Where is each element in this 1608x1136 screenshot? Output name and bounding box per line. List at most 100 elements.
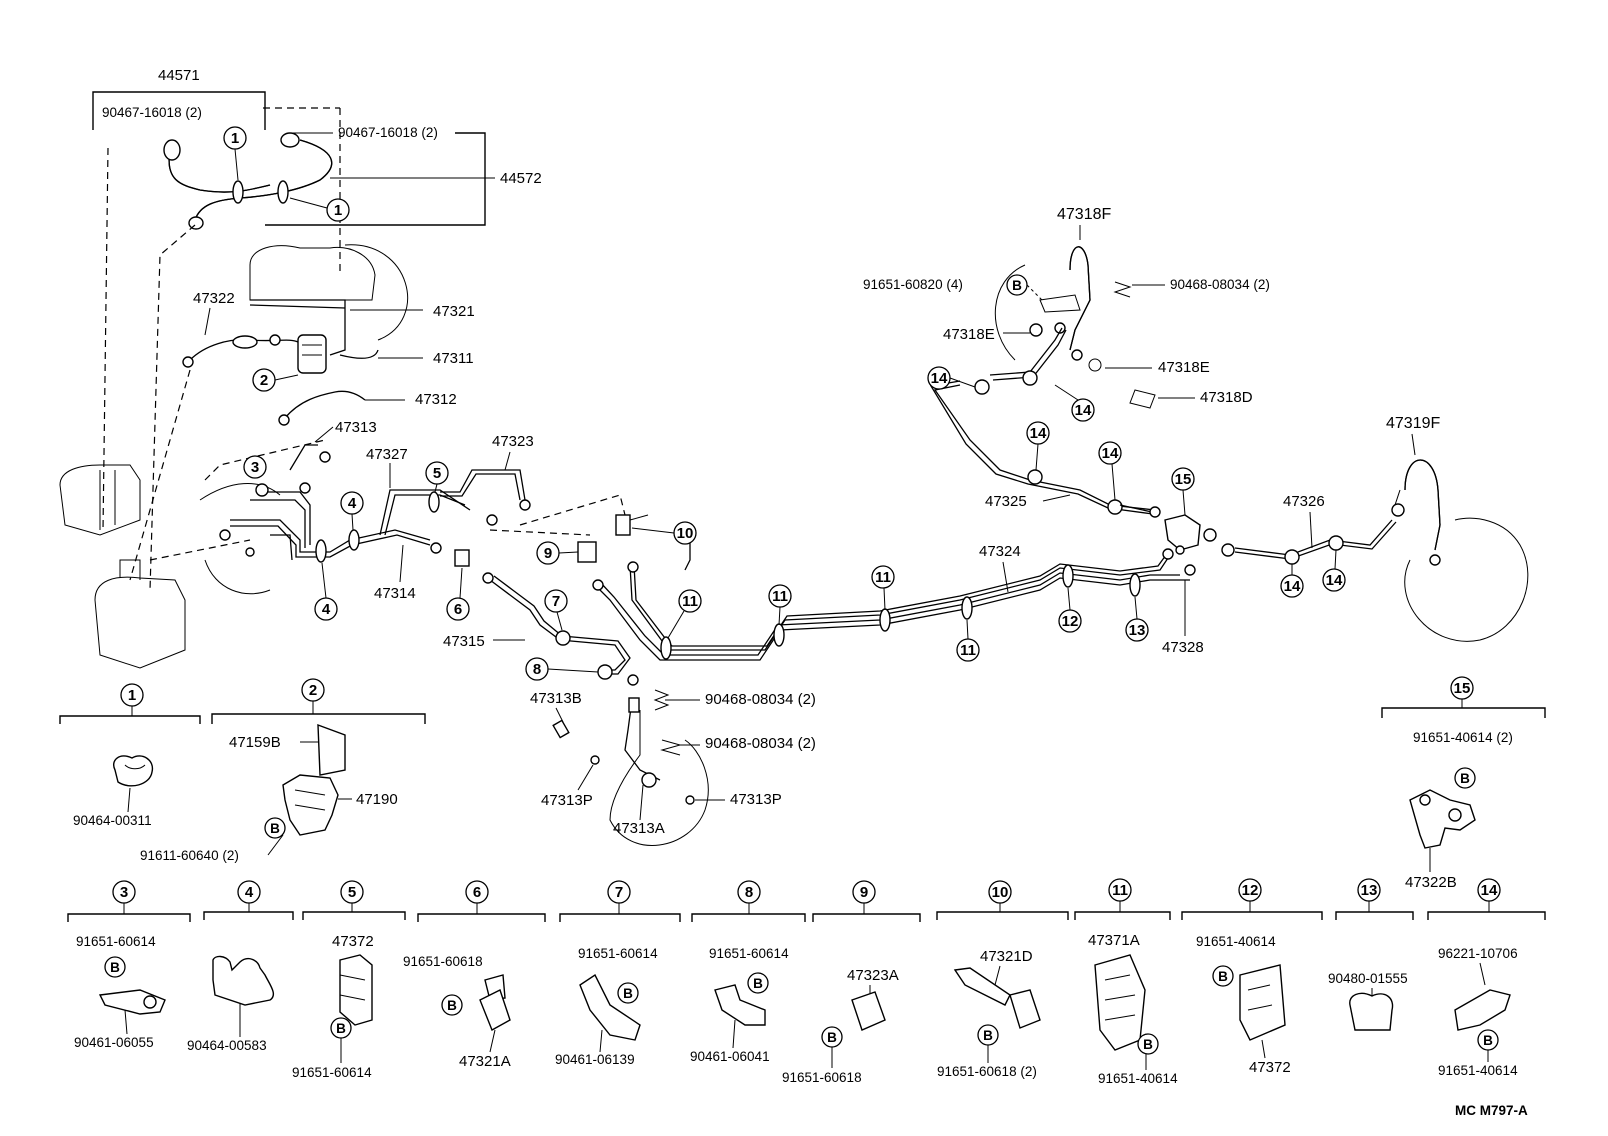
svg-text:15: 15 xyxy=(1175,471,1192,488)
svg-text:2: 2 xyxy=(309,682,317,699)
callout-5: 5 xyxy=(425,461,449,493)
part-47322B: 47322B xyxy=(1405,874,1457,891)
part-91611-60640: 91611-60640 (2) xyxy=(140,848,239,863)
callout-8: 8 xyxy=(525,657,599,681)
abs-actuator xyxy=(59,464,186,669)
label-47312: 47312 xyxy=(415,391,457,408)
svg-text:1: 1 xyxy=(334,202,342,219)
part-90461-06055: 90461-06055 xyxy=(74,1035,154,1050)
svg-text:7: 7 xyxy=(552,593,560,610)
svg-text:14: 14 xyxy=(1075,402,1092,419)
part-91651-60618-2-g10: 91651-60618 (2) xyxy=(937,1064,1037,1079)
svg-text:B: B xyxy=(1483,1033,1493,1048)
svg-text:B: B xyxy=(983,1028,993,1043)
hose-47313A xyxy=(590,697,709,846)
callout-B-60820: B xyxy=(1006,274,1028,296)
label-47318E-left: 47318E xyxy=(943,326,995,343)
callout-2: 2 xyxy=(252,368,299,392)
svg-text:B: B xyxy=(1012,278,1022,293)
label-44571: 44571 xyxy=(158,67,200,84)
svg-text:13: 13 xyxy=(1361,882,1378,899)
label-47318F: 47318F xyxy=(1057,206,1111,223)
detail-group-13: 13 90480-01555 xyxy=(1328,878,1414,1031)
detail-group-8: 8 91651-60614 B 90461-06041 xyxy=(690,880,806,1064)
front-pipe-bundle xyxy=(149,439,626,595)
callout-15-main: 15 xyxy=(1171,467,1195,516)
svg-text:1: 1 xyxy=(231,130,239,147)
callout-14c: 14 xyxy=(1026,421,1050,471)
detail-group-15: 15 91651-40614 (2) B 47322B xyxy=(1381,676,1546,891)
label-91651-60820: 91651-60820 (4) xyxy=(863,277,963,292)
svg-text:14: 14 xyxy=(1481,882,1498,899)
center-pipes xyxy=(482,514,1196,686)
label-47328: 47328 xyxy=(1162,639,1204,656)
callout-9: 9 xyxy=(536,541,579,565)
master-cylinder-area: 47321 47311 47322 47312 xyxy=(129,244,475,581)
label-47325: 47325 xyxy=(985,493,1027,510)
label-47323: 47323 xyxy=(492,433,534,450)
part-47371A: 47371A xyxy=(1088,932,1140,949)
label-90468-center: 90468-08034 (2) xyxy=(705,691,816,708)
svg-text:11: 11 xyxy=(960,642,976,659)
svg-text:8: 8 xyxy=(533,661,541,678)
svg-text:B: B xyxy=(270,821,280,836)
svg-text:B: B xyxy=(336,1021,346,1036)
part-96221-10706: 96221-10706 xyxy=(1438,946,1518,961)
svg-text:10: 10 xyxy=(992,884,1009,901)
part-47190: 47190 xyxy=(356,791,398,808)
svg-text:12: 12 xyxy=(1242,882,1259,899)
part-91651-40614-g12: 91651-40614 xyxy=(1196,934,1276,949)
svg-text:7: 7 xyxy=(615,884,623,901)
callout-14f: 14 xyxy=(1322,549,1346,592)
label-47313B: 47313B xyxy=(530,690,582,707)
svg-text:14: 14 xyxy=(931,370,948,387)
detail-group-9: 9 47323A B 91651-60618 xyxy=(782,880,921,1085)
svg-text:6: 6 xyxy=(473,884,481,901)
svg-text:2: 2 xyxy=(260,372,268,389)
callout-6: 6 xyxy=(446,567,470,621)
part-91651-60618-g6: 91651-60618 xyxy=(403,954,483,969)
callout-14b: 14 xyxy=(1054,384,1095,422)
callout-11d: 11 xyxy=(956,619,980,662)
callout-B-60640: B xyxy=(264,817,286,839)
label-44572: 44572 xyxy=(500,170,542,187)
label-90468-lower: 90468-08034 (2) xyxy=(705,735,816,752)
svg-text:9: 9 xyxy=(860,884,868,901)
svg-text:11: 11 xyxy=(1112,882,1128,899)
svg-text:5: 5 xyxy=(348,884,356,901)
callout-7: 7 xyxy=(544,589,568,631)
rear-hose-47319F xyxy=(1221,459,1529,642)
callout-14e: 14 xyxy=(1280,564,1304,598)
svg-text:14: 14 xyxy=(1326,572,1343,589)
callout-11c: 11 xyxy=(871,565,895,611)
callout-14d: 14 xyxy=(1098,441,1122,501)
svg-text:14: 14 xyxy=(1284,578,1301,595)
label-47322: 47322 xyxy=(193,290,235,307)
label-90468-right: 90468-08034 (2) xyxy=(1170,277,1270,292)
callout-1a: 1 xyxy=(223,126,247,181)
part-47159B: 47159B xyxy=(229,734,281,751)
callout-4a: 4 xyxy=(340,491,364,531)
detail-group-6: 6 91651-60618 B 47321A xyxy=(403,880,546,1070)
svg-text:5: 5 xyxy=(433,465,441,482)
detail-group-1: 1 90464-00311 xyxy=(59,683,201,828)
part-47372-g5: 47372 xyxy=(332,933,374,950)
svg-text:4: 4 xyxy=(322,601,331,618)
part-91651-60614-g8: 91651-60614 xyxy=(709,946,789,961)
part-91651-40614-g14: 91651-40614 xyxy=(1438,1063,1518,1078)
detail-group-2: 2 47159B 47190 B 91611-60640 (2) xyxy=(140,678,426,863)
svg-text:B: B xyxy=(1143,1037,1153,1052)
part-47321D: 47321D xyxy=(980,948,1033,965)
svg-text:4: 4 xyxy=(245,884,254,901)
label-47327: 47327 xyxy=(366,446,408,463)
label-90467-left: 90467-16018 (2) xyxy=(102,105,202,120)
callout-12: 12 xyxy=(1058,587,1082,633)
part-47323A: 47323A xyxy=(847,967,899,984)
part-90464-00583: 90464-00583 xyxy=(187,1038,267,1053)
part-91651-60618-g9: 91651-60618 xyxy=(782,1070,862,1085)
part-47321A: 47321A xyxy=(459,1053,511,1070)
svg-text:11: 11 xyxy=(875,569,891,586)
label-47324: 47324 xyxy=(979,543,1021,560)
part-90461-06041: 90461-06041 xyxy=(690,1049,770,1064)
